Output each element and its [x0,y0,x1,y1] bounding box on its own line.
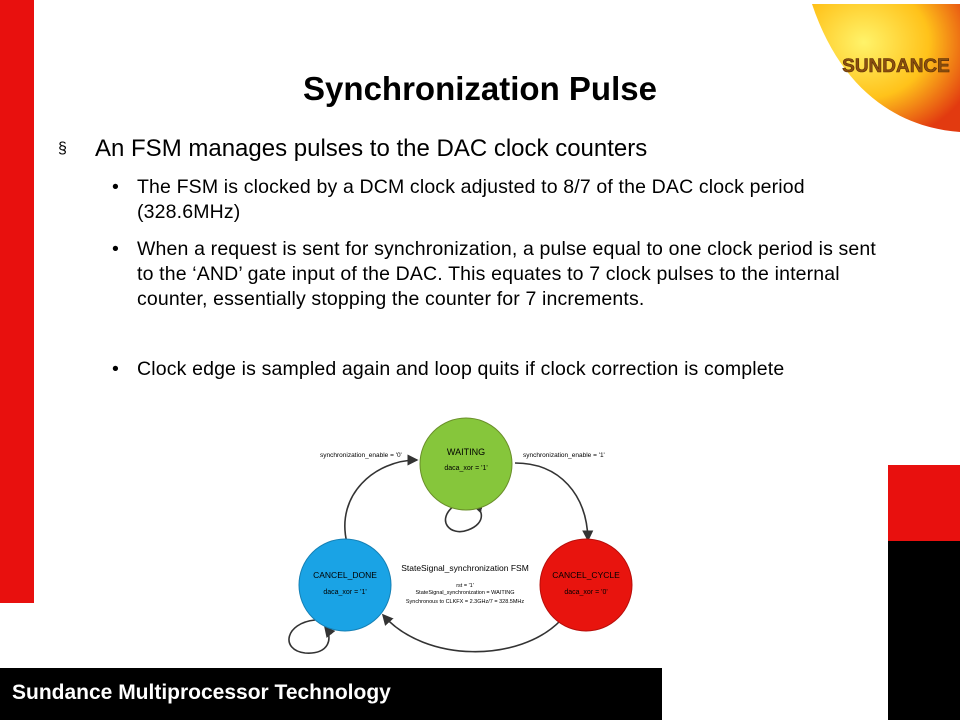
transition-arrow [344,454,419,544]
state-name: CANCEL_DONE [313,570,377,580]
state-output: daca_xor = '1' [323,589,366,596]
state-output: daca_xor = '1' [444,465,487,472]
logo-text: SUNDANCE [842,56,950,77]
sub-bullet-text: When a request is sent for synchronizati… [137,238,876,310]
right-black-block [888,541,960,720]
state-name: WAITING [447,447,485,457]
sundance-logo: SUNDANCE [812,4,960,132]
transition-arrow [514,462,594,542]
sub-bullet: • The FSM is clocked by a DCM clock adju… [112,175,882,225]
state-name: CANCEL_CYCLE [552,570,620,580]
transition-label: synchronization_enable = '1' [523,452,605,459]
slide-title: Synchronization Pulse [303,70,657,107]
footer-text: Sundance Multiprocessor Technology [12,681,391,704]
sub-bullet: • When a request is sent for synchroniza… [112,237,882,312]
transition-arrow [381,613,562,653]
state-output: daca_xor = '0' [564,589,607,596]
reset-state-label: StateSignal_synchronization = WAITING [416,590,515,596]
self-loop-arrow [288,619,336,654]
footer-bar: Sundance Multiprocessor Technology [0,668,662,720]
state-cancel-cycle [539,538,633,632]
right-red-block [888,465,960,541]
sub-bullet-text: Clock edge is sampled again and loop qui… [137,358,785,380]
fsm-diagram: WAITING daca_xor = '1' CANCEL_DONE daca_… [288,417,633,654]
sub-bullet: • Clock edge is sampled again and loop q… [112,357,882,382]
sub-bullet-text: The FSM is clocked by a DCM clock adjust… [137,176,805,223]
clock-note-label: Synchronous to CLKFX = 2.3GHz/7 = 328.5M… [406,599,525,605]
bullet-marker: § [58,140,67,157]
main-bullet-text: An FSM manages pulses to the DAC clock c… [95,135,648,162]
state-cancel-done [298,538,392,632]
fsm-title: StateSignal_synchronization FSM [401,563,529,573]
left-accent-bar [0,0,34,603]
transition-label: synchronization_enable = '0' [320,452,402,459]
rst-label: rst = '1' [456,583,474,589]
state-waiting [419,417,513,511]
self-loop-arrow [444,502,484,533]
